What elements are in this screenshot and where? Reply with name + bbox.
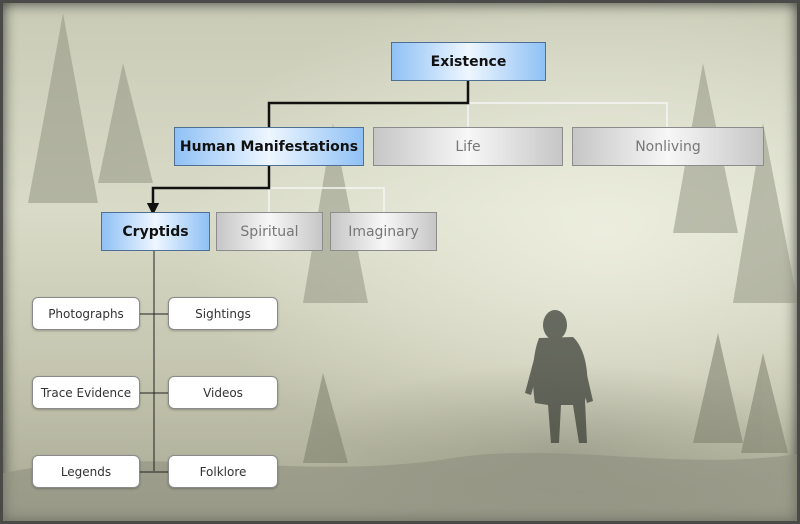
leaf-videos[interactable]: Videos — [168, 376, 278, 409]
leaf-lines — [140, 251, 168, 473]
leaf-legends[interactable]: Legends — [32, 455, 140, 488]
node-life[interactable]: Life — [373, 127, 563, 166]
node-spiritual[interactable]: Spiritual — [216, 212, 323, 251]
root-node-existence[interactable]: Existence — [391, 42, 546, 81]
connectors — [140, 81, 668, 473]
leaf-photographs[interactable]: Photographs — [32, 297, 140, 330]
leaf-sightings[interactable]: Sightings — [168, 297, 278, 330]
node-imaginary[interactable]: Imaginary — [330, 212, 437, 251]
active-path — [146, 81, 470, 216]
node-human-manifestations[interactable]: Human Manifestations — [174, 127, 364, 166]
leaf-folklore[interactable]: Folklore — [168, 455, 278, 488]
bigfoot-silhouette — [525, 310, 593, 443]
node-cryptids[interactable]: Cryptids — [101, 212, 210, 251]
node-nonliving[interactable]: Nonliving — [572, 127, 764, 166]
leaf-trace-evidence[interactable]: Trace Evidence — [32, 376, 140, 409]
near-trees — [303, 333, 788, 463]
